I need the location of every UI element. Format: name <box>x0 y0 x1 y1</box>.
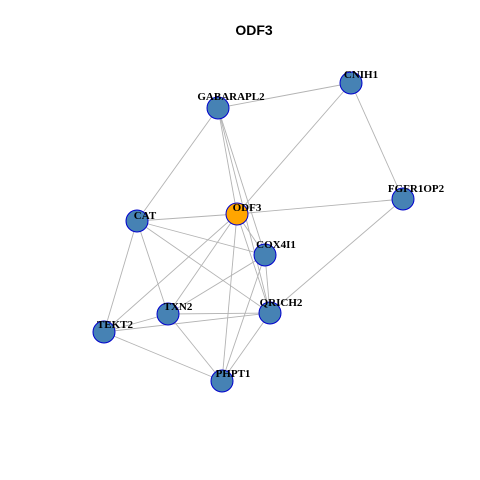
edge-cat-cox4i1 <box>136 220 266 256</box>
node-label-qrich2: QRICH2 <box>260 297 303 309</box>
node-circle-cnih1 <box>339 71 363 95</box>
edge-gabarapl2-odf3 <box>217 107 238 215</box>
node-qrich2: QRICH2 <box>258 297 303 325</box>
edge-odf3-tekt2 <box>103 213 238 333</box>
node-fgfr1op2: FGFR1OP2 <box>388 183 445 211</box>
node-label-gabarapl2: GABARAPL2 <box>197 91 265 103</box>
node-tekt2: TEKT2 <box>92 319 134 344</box>
edge-tekt2-phpt1 <box>103 331 223 382</box>
edge-gabarapl2-cat <box>136 107 219 222</box>
edge-cnih1-fgfr1op2 <box>350 82 404 200</box>
edge-cat-txn2 <box>136 220 169 315</box>
edge-cat-qrich2 <box>136 220 271 314</box>
edge-odf3-txn2 <box>167 213 238 315</box>
node-cnih1: CNIH1 <box>339 69 378 95</box>
node-circle-gabarapl2 <box>206 96 230 120</box>
edge-layer <box>103 82 404 382</box>
node-circle-odf3 <box>225 202 249 226</box>
node-circle-cat <box>125 209 149 233</box>
node-circle-txn2 <box>156 302 180 326</box>
edge-txn2-qrich2 <box>167 312 271 315</box>
edge-cnih1-odf3 <box>236 82 352 215</box>
node-phpt1: PHPT1 <box>210 368 251 393</box>
node-txn2: TXN2 <box>156 301 193 326</box>
node-label-cat: CAT <box>134 210 157 222</box>
edge-odf3-fgfr1op2 <box>236 198 404 215</box>
edge-tekt2-qrich2 <box>103 312 271 333</box>
edge-cox4i1-phpt1 <box>221 254 266 382</box>
edge-qrich2-phpt1 <box>221 312 271 382</box>
edge-odf3-phpt1 <box>221 213 238 382</box>
node-label-tekt2: TEKT2 <box>97 319 134 331</box>
node-label-cox4i1: COX4I1 <box>256 239 296 251</box>
edge-gabarapl2-cox4i1 <box>217 107 266 256</box>
edge-cox4i1-txn2 <box>167 254 266 315</box>
edge-cat-tekt2 <box>103 220 138 333</box>
node-cox4i1: COX4I1 <box>253 239 296 267</box>
node-cat: CAT <box>125 209 157 233</box>
node-circle-tekt2 <box>92 320 116 344</box>
node-label-phpt1: PHPT1 <box>216 368 251 380</box>
edge-cat-odf3 <box>136 213 238 222</box>
edge-odf3-qrich2 <box>236 213 271 314</box>
node-gabarapl2: GABARAPL2 <box>197 91 265 120</box>
node-circle-phpt1 <box>210 369 234 393</box>
node-odf3: ODF3 <box>225 202 262 226</box>
node-label-txn2: TXN2 <box>164 301 193 313</box>
node-label-fgfr1op2: FGFR1OP2 <box>388 183 445 195</box>
edge-gabarapl2-cnih1 <box>217 82 352 109</box>
node-label-cnih1: CNIH1 <box>344 69 378 81</box>
node-circle-fgfr1op2 <box>391 187 415 211</box>
node-label-odf3: ODF3 <box>233 202 262 214</box>
node-circle-cox4i1 <box>253 243 277 267</box>
graph-title: ODF3 <box>235 22 273 38</box>
node-circle-qrich2 <box>258 301 282 325</box>
edge-txn2-phpt1 <box>167 313 223 382</box>
edge-fgfr1op2-qrich2 <box>269 198 404 314</box>
